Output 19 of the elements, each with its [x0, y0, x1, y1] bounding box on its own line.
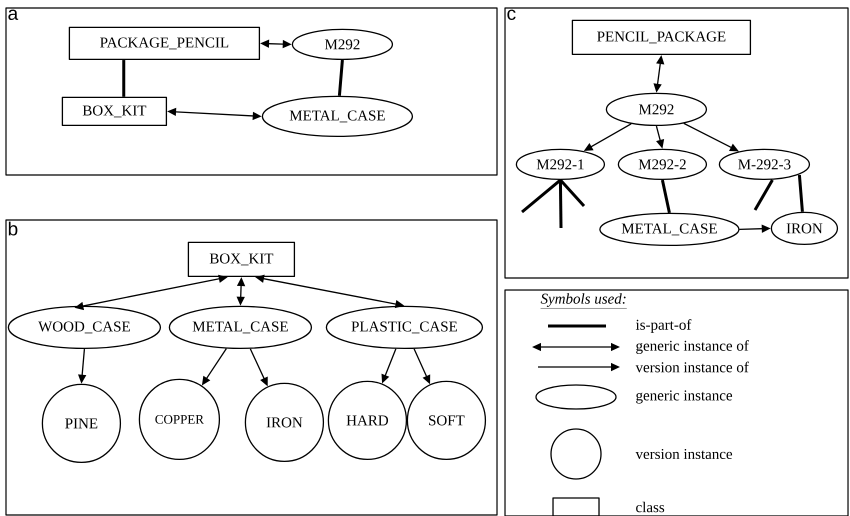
legend-text: class [636, 502, 664, 512]
class-box: PACKAGE_PENCIL [68, 26, 260, 60]
legend-text: is-part-of [636, 319, 692, 333]
part-of-line [559, 179, 586, 208]
part-of-line [338, 60, 344, 96]
part-of-line [521, 178, 562, 214]
part-of-line [122, 60, 126, 97]
part-of-line [558, 180, 562, 228]
legend-text: version instance of [636, 362, 749, 372]
legend-text: version instance [636, 448, 732, 460]
legend-text: generic instance [636, 390, 732, 404]
class-box: PENCIL_PACKAGE [572, 20, 752, 56]
part-of-line [660, 180, 671, 214]
legend-text: generic instance of [636, 340, 749, 354]
class-box: BOX_KIT [62, 96, 168, 126]
part-of-line [798, 174, 804, 212]
legend-title: Symbols used: [540, 293, 627, 308]
part-of-line [754, 179, 774, 211]
class-box: BOX_KIT [188, 242, 296, 278]
